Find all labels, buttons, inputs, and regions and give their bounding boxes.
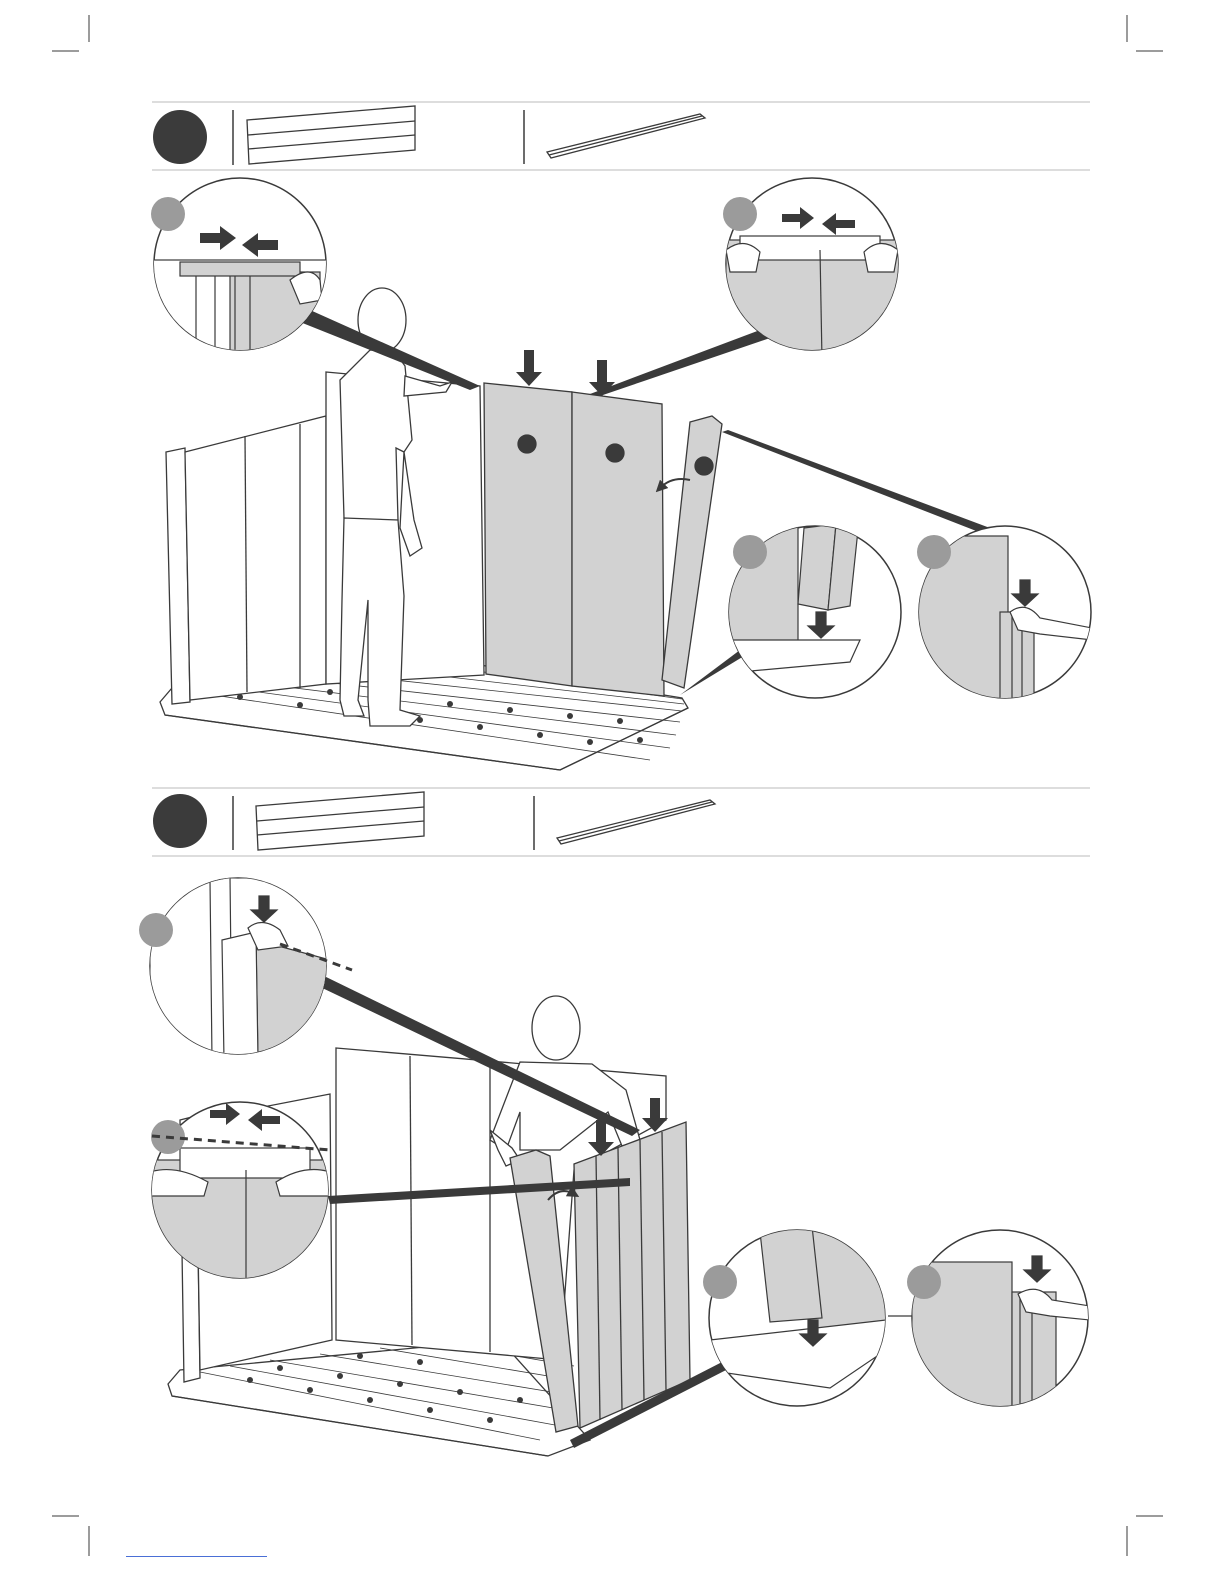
detail-callout-8: [907, 1230, 1090, 1412]
link-underline: [126, 1556, 267, 1557]
detail-callout-5: [139, 876, 352, 1060]
step-badge: [153, 794, 207, 848]
detail-callout-2: [723, 178, 906, 360]
parts-row-1: [152, 102, 1090, 170]
step-badge: [153, 110, 207, 164]
detail-callout-3: [728, 524, 901, 698]
detail-callout-4: [917, 526, 1092, 712]
left-wall-1: [166, 372, 484, 704]
wall-rail-part: [547, 114, 705, 158]
detail-callout-1: [150, 178, 330, 380]
wall-rail-part: [557, 800, 715, 844]
parts-row-2: [152, 788, 1090, 856]
wall-panel-part: [247, 106, 415, 164]
detail-callout-7: [703, 1226, 890, 1406]
wall-rail-1: [662, 416, 722, 688]
wall-panel-part: [256, 792, 424, 850]
rear-panels-1: [484, 383, 664, 696]
side-panels-2: [574, 1122, 690, 1428]
